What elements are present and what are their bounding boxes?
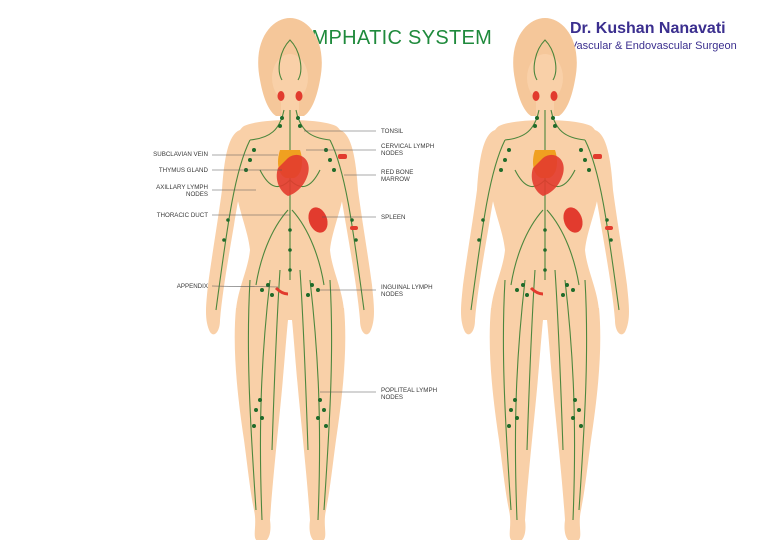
label-subclavian-vein: SUBCLAVIAN VEIN	[153, 151, 208, 158]
leader-lines	[211, 130, 376, 393]
label-inguinal-line-2: NODES	[381, 291, 404, 298]
label-marrow-line-2: MARROW	[381, 176, 410, 183]
label-cervical-lymph-nodes: CERVICAL LYMPH NODES	[381, 143, 434, 157]
brand-logo: Dr. Kushan Nanavati Vascular & Endovascu…	[570, 20, 737, 52]
label-appendix: APPENDIX	[176, 283, 208, 290]
label-inguinal-line-1: INGUINAL LYMPH	[381, 284, 433, 291]
page-title: LYMPHATIC SYSTEM	[288, 27, 493, 49]
label-marrow-line-1: RED BONE	[381, 169, 414, 176]
label-axillary-line-1: AXILLARY LYMPH	[156, 184, 208, 191]
label-thoracic-duct: THORACIC DUCT	[156, 212, 208, 219]
label-popliteal-lymph-nodes: POPLITEAL LYMPH NODES	[381, 387, 437, 401]
label-thymus-gland: THYMUS GLAND	[158, 167, 208, 174]
label-axillary-lymph-nodes: AXILLARY LYMPH NODES	[156, 184, 208, 198]
label-spleen: SPLEEN	[381, 214, 406, 221]
label-inguinal-lymph-nodes: INGUINAL LYMPH NODES	[381, 284, 433, 298]
label-cervical-line-2: NODES	[381, 150, 404, 157]
label-red-bone-marrow: RED BONE MARROW	[381, 169, 413, 183]
label-axillary-line-2: NODES	[185, 191, 208, 198]
label-cervical-line-1: CERVICAL LYMPH	[381, 143, 435, 150]
label-tonsil: TONSIL	[381, 128, 404, 135]
brand-name: Dr. Kushan Nanavati	[570, 20, 726, 37]
label-popliteal-line-1: POPLITEAL LYMPH	[381, 387, 438, 394]
label-popliteal-line-2: NODES	[381, 394, 404, 401]
body-figure-left	[205, 17, 375, 540]
brand-subtitle: Vascular & Endovascular Surgeon	[570, 40, 737, 52]
body-figure-right	[460, 17, 630, 540]
